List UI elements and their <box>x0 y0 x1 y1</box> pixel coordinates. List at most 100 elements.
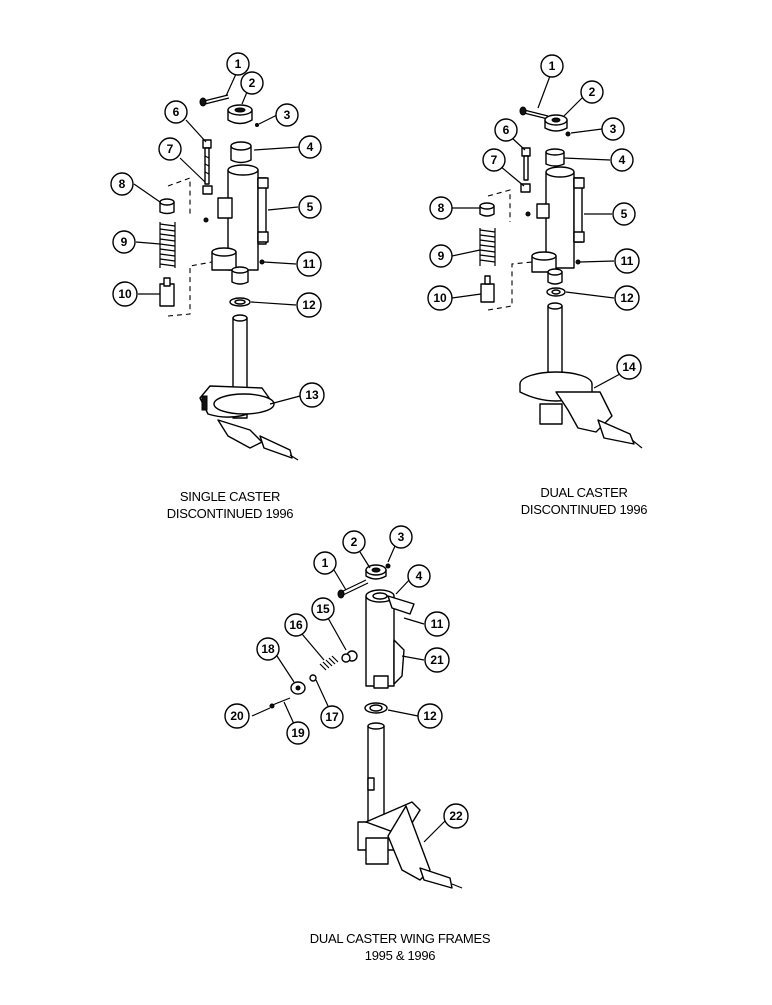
single-washer-part <box>229 297 251 307</box>
callout: 2 <box>342 530 366 554</box>
wing-pin-19-part <box>269 697 291 709</box>
callout: 3 <box>601 117 625 141</box>
caption-line: DUAL CASTER WING FRAMES <box>309 931 491 946</box>
callout: 19 <box>286 721 310 745</box>
svg-text:8: 8 <box>438 201 445 215</box>
dual-housing-part <box>531 166 585 273</box>
wing-frames-assembly <box>269 563 463 889</box>
svg-text:18: 18 <box>261 642 275 656</box>
callout: 17 <box>320 705 344 729</box>
single-nut-7-part <box>202 185 213 195</box>
callout: 13 <box>299 382 325 408</box>
svg-text:3: 3 <box>284 108 291 122</box>
callout: 10 <box>112 281 138 307</box>
svg-text:6: 6 <box>173 105 180 119</box>
callout: 3 <box>389 525 413 549</box>
svg-text:1: 1 <box>322 556 329 570</box>
single-caster-assembly <box>159 94 299 461</box>
svg-text:10: 10 <box>118 287 132 301</box>
svg-text:17: 17 <box>325 710 339 724</box>
wing-frames-caption: DUAL CASTER WING FRAMES 1995 & 1996 <box>280 930 520 964</box>
callout: 5 <box>612 202 636 226</box>
svg-text:9: 9 <box>438 249 445 263</box>
svg-text:3: 3 <box>398 530 405 544</box>
svg-text:7: 7 <box>491 153 498 167</box>
dual-adjust-bolt-part <box>521 147 531 181</box>
single-alignment-line <box>167 177 213 317</box>
callout: 7 <box>158 137 182 161</box>
single-bolt-part <box>199 94 230 107</box>
callout: 20 <box>224 703 250 729</box>
svg-text:2: 2 <box>249 76 256 90</box>
callout: 11 <box>296 251 322 277</box>
svg-text:2: 2 <box>351 535 358 549</box>
callout: 1 <box>226 52 250 76</box>
single-plunger-part <box>159 277 175 307</box>
dual-plunger-part <box>480 275 495 303</box>
svg-text:5: 5 <box>307 200 314 214</box>
svg-text:15: 15 <box>316 602 330 616</box>
svg-text:13: 13 <box>305 388 319 402</box>
callout: 12 <box>296 292 322 318</box>
svg-text:19: 19 <box>291 726 305 740</box>
single-cap-part <box>227 104 253 125</box>
dual-alignment-line <box>487 189 533 311</box>
callout: 1 <box>313 551 337 575</box>
single-spring-cap-part <box>159 198 175 215</box>
callout: 4 <box>407 564 431 588</box>
svg-text:12: 12 <box>302 298 316 312</box>
single-pin-3-part <box>255 123 259 127</box>
single-bushing-lower-part <box>231 266 249 285</box>
callout: 9 <box>429 244 453 268</box>
svg-text:3: 3 <box>610 122 617 136</box>
dual-spring-cap-part <box>479 202 495 217</box>
callout: 4 <box>298 135 322 159</box>
wing-housing-part <box>365 589 415 689</box>
svg-text:4: 4 <box>307 140 314 154</box>
svg-text:1: 1 <box>235 57 242 71</box>
callout: 6 <box>164 100 188 124</box>
svg-text:11: 11 <box>431 617 444 631</box>
callout: 2 <box>240 71 264 95</box>
callout: 2 <box>580 80 604 104</box>
callout: 12 <box>417 703 443 729</box>
callout: 12 <box>614 285 640 311</box>
svg-text:16: 16 <box>289 618 303 632</box>
dual-nut-7-part <box>520 183 531 193</box>
dual-bushing-part <box>545 148 565 167</box>
svg-text:8: 8 <box>119 177 126 191</box>
single-callouts: 1 2 3 4 5 6 7 8 9 10 11 12 13 <box>110 52 325 408</box>
callout: 6 <box>494 118 518 142</box>
svg-text:11: 11 <box>303 257 316 271</box>
wing-callouts: 1 2 3 4 11 15 16 17 18 19 20 21 12 22 <box>224 525 469 829</box>
svg-text:6: 6 <box>503 123 510 137</box>
wing-spindle-part <box>357 722 463 889</box>
wing-washer-part <box>364 702 388 714</box>
caption-line: 1995 & 1996 <box>364 948 436 963</box>
dual-bolt-part <box>519 106 549 120</box>
caption-line: DISCONTINUED 1996 <box>166 506 294 521</box>
callout: 9 <box>112 230 136 254</box>
svg-text:12: 12 <box>620 291 634 305</box>
wing-detent-part <box>341 650 358 663</box>
callout: 11 <box>614 248 640 274</box>
svg-text:14: 14 <box>622 360 636 374</box>
dual-cap-part <box>544 114 568 132</box>
wing-cap-part <box>365 564 387 580</box>
dual-callouts: 1 2 3 4 5 6 7 8 9 10 11 12 14 <box>427 54 642 380</box>
wing-spring-16-part <box>319 655 339 671</box>
callout: 4 <box>610 148 634 172</box>
single-spindle-part <box>199 314 293 459</box>
svg-text:4: 4 <box>619 153 626 167</box>
svg-text:9: 9 <box>121 235 128 249</box>
single-spring-part <box>159 222 176 268</box>
dual-washer-part <box>546 287 566 297</box>
callout: 5 <box>298 195 322 219</box>
svg-text:22: 22 <box>449 809 463 823</box>
wing-pin-3-part <box>385 563 391 569</box>
svg-text:1: 1 <box>549 59 556 73</box>
callout: 8 <box>429 196 453 220</box>
single-grease-fitting-part <box>259 259 265 265</box>
